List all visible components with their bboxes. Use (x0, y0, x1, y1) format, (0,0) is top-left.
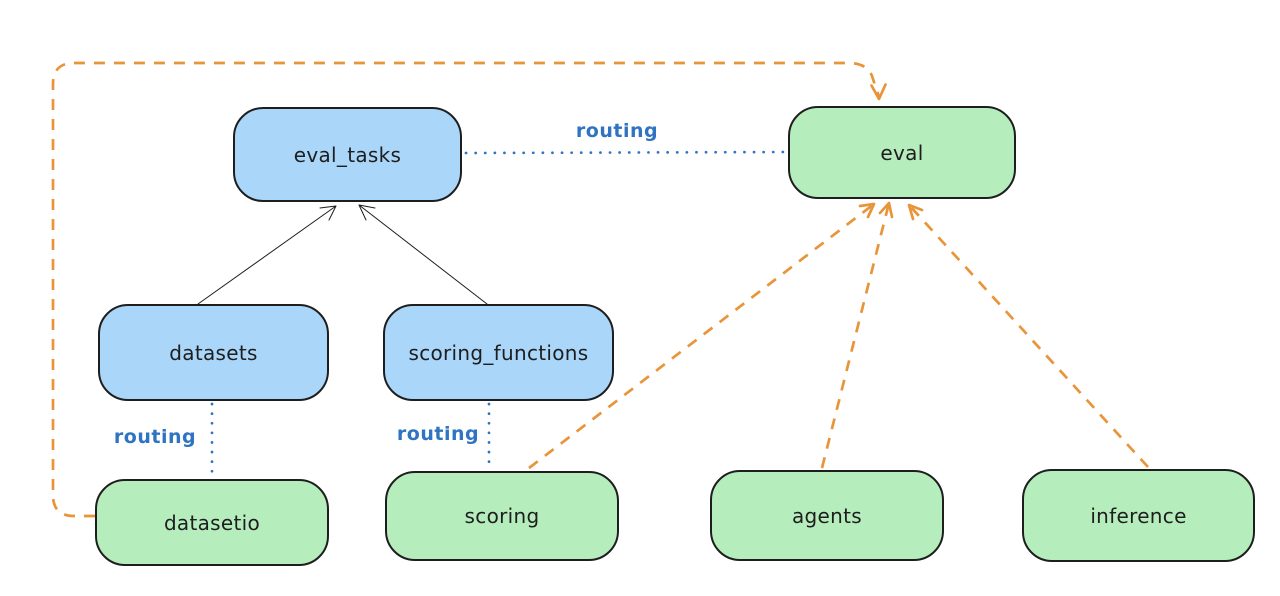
edge-eval-tasks-to-eval-routing (464, 150, 788, 155)
node-eval-tasks: eval_tasks (233, 107, 462, 202)
node-datasets-label: datasets (169, 340, 258, 365)
routing-label-datasets-datasetio: routing (113, 426, 197, 448)
node-inference-label: inference (1090, 503, 1187, 528)
node-agents-label: agents (792, 503, 862, 528)
node-datasets: datasets (98, 304, 329, 401)
node-scoring-functions-label: scoring_functions (408, 340, 589, 365)
edge-inference-to-eval (908, 204, 1149, 468)
node-scoring-functions: scoring_functions (383, 304, 614, 401)
node-eval: eval (788, 106, 1016, 199)
edge-scoring-functions-to-eval-tasks (358, 204, 488, 305)
edge-agents-to-eval-arrowhead (878, 201, 894, 219)
node-eval-tasks-label: eval_tasks (293, 142, 402, 167)
node-eval-label: eval (880, 140, 924, 165)
edge-inference-to-eval-arrowhead (907, 203, 924, 221)
node-agents: agents (710, 470, 944, 561)
node-datasetio: datasetio (95, 479, 329, 566)
routing-label-eval-tasks-eval: routing (575, 120, 659, 142)
edge-agents-to-eval (820, 202, 891, 469)
node-datasetio-label: datasetio (163, 510, 261, 535)
edge-datasets-to-eval-tasks (197, 205, 337, 305)
node-scoring: scoring (385, 471, 619, 561)
edge-scoring-to-eval-arrowhead (858, 202, 876, 219)
routing-label-scoring-functions-scoring: routing (396, 423, 480, 445)
node-scoring-label: scoring (464, 504, 540, 528)
edge-scoring-to-eval (528, 202, 875, 470)
node-inference: inference (1022, 469, 1255, 562)
edge-datasetio-to-eval (51, 61, 881, 518)
edge-datasetio-to-eval-arrowhead (870, 83, 887, 101)
